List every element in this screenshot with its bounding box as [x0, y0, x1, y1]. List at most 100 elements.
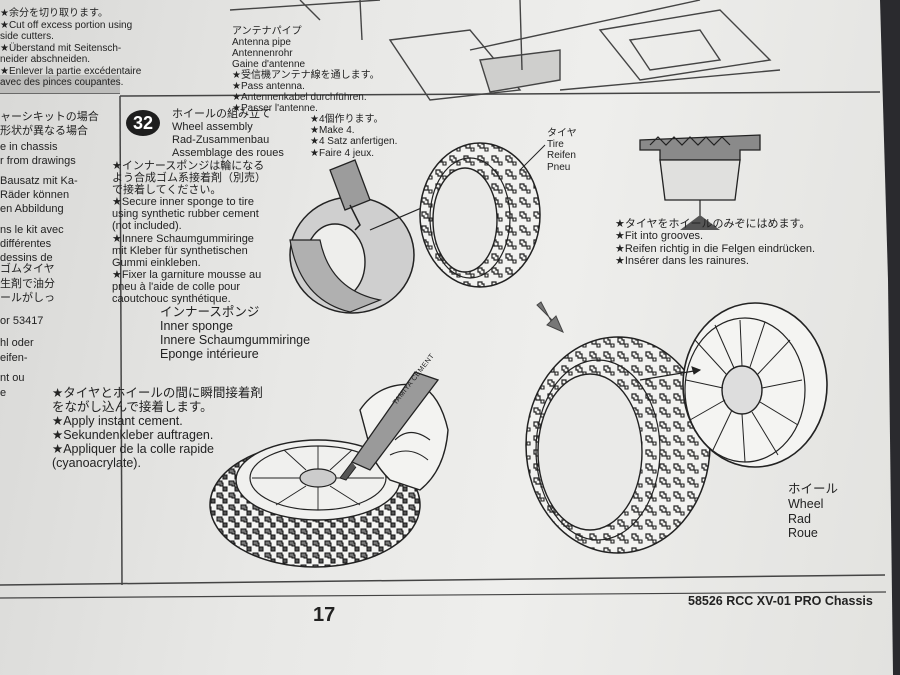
chassis-drawing	[229, 0, 781, 101]
wheel-label-line: ホイール	[788, 482, 839, 496]
wheel-label-line: Rad	[788, 511, 811, 526]
left-mid-line: Bausatz mit Ka-	[0, 175, 78, 188]
sponge-note: ★インナースポンジは輪になる よう合成ゴム系接着剤（別売） で接着してください。…	[112, 160, 266, 305]
rim-section-drawing	[639, 134, 761, 230]
cement-note-line: (cyanoacrylate).	[52, 456, 141, 470]
sponge-note-line: caoutchouc synthétique.	[112, 293, 231, 306]
grooves-note: ★タイヤをホイールのみぞにはめます。 ★Fit into grooves. ★R…	[615, 218, 815, 267]
grooves-note-line: ★Insérer dans les rainures.	[615, 254, 749, 267]
sponge-note-line: よう合成ゴム系接着剤（別売）	[112, 172, 266, 185]
sponge-note-line: ★Fixer la garniture mousse au	[112, 268, 262, 281]
step-title-line: Wheel assembly	[172, 120, 253, 133]
left-top-line: side cutters.	[0, 31, 54, 42]
left-mid-line: e in chassis	[0, 141, 58, 154]
wheel-drawing	[639, 302, 828, 468]
left-low-line: e	[0, 386, 7, 399]
sponge-note-line: using synthetic rubber cement	[112, 208, 259, 221]
left-low-line: nt ou	[0, 372, 25, 385]
left-mid-line: ャーシキットの場合	[0, 111, 99, 123]
left-mid-line: r from drawings	[0, 155, 76, 168]
step-number-badge: 32	[126, 110, 160, 136]
left-top-line: ★余分を切り取ります。	[0, 8, 108, 19]
left-top-line: avec des pinces coupantes.	[0, 77, 124, 88]
sponge-note-line: ★Secure inner sponge to tire	[112, 196, 254, 209]
antenna-note: アンテナパイプ Antenna pipe Antennenrohr Gaine …	[232, 26, 380, 114]
step-number: 32	[132, 113, 154, 133]
page-number: 17	[313, 604, 336, 626]
sponge-label-line: Eponge intérieure	[160, 347, 259, 361]
sponge-note-line: Gummi einkleben.	[112, 256, 201, 269]
left-low-text: ゴムタイヤ 生剤で油分 ールがしっ or 53417 hl oder eifen…	[0, 262, 55, 400]
tire-label-line: タイヤ	[547, 128, 577, 139]
tire-label-line: Reifen	[547, 150, 576, 162]
step-title-line: ホイールの組み立て	[172, 108, 271, 120]
left-top-line: ★Enlever la partie excédentaire	[0, 65, 142, 77]
quantity-line: ★Faire 4 jeux.	[310, 147, 374, 159]
left-mid-line: 形状が異なる場合	[0, 125, 88, 138]
cement-note-line: ★Sekundenkleber auftragen.	[52, 428, 214, 442]
wheel-label-line: Roue	[788, 526, 818, 541]
sponge-note-line: mit Kleber für synthetischen	[112, 244, 248, 257]
left-low-line: ールがしっ	[0, 292, 55, 305]
antenna-note-line: ★Passer l'antenne.	[232, 103, 318, 114]
sponge-note-line: ★Innere Schaumgummiringe	[112, 232, 254, 245]
left-mid-text: ャーシキットの場合 形状が異なる場合 e in chassis r from d…	[0, 110, 99, 265]
antenna-note-line: アンテナパイプ	[232, 26, 302, 37]
left-mid-line: différentes	[0, 237, 52, 250]
left-low-line: 生剤で油分	[0, 277, 55, 290]
cement-note-line: ★Apply instant cement.	[52, 414, 183, 428]
tire-label: タイヤ Tire Reifen Pneu	[547, 128, 577, 173]
left-top-line: ★Überstand mit Seitensch-	[0, 42, 122, 54]
antenna-note-line: Antenna pipe	[232, 37, 291, 48]
sponge-label-line: インナースポンジ	[160, 305, 260, 319]
sponge-label-line: Innere Schaumgummiringe	[160, 333, 311, 347]
left-top-text: ★余分を切り取ります。 ★Cut off excess portion usin…	[0, 8, 141, 89]
left-top-line: neider abschneiden.	[0, 54, 91, 65]
left-mid-line: ns le kit avec	[0, 223, 64, 236]
left-mid-line: dessins de	[0, 251, 53, 264]
antenna-note-line: Antennenrohr	[232, 48, 293, 59]
grooves-note-line: ★Reifen richtig in die Felgen eindrücken…	[615, 242, 816, 255]
cement-note-line: ★タイヤとホイールの間に瞬間接着剤	[52, 386, 263, 400]
sponge-note-line: で接着してください。	[112, 184, 222, 197]
process-arrow	[536, 301, 564, 333]
sponge-label-line: Inner sponge	[160, 319, 233, 333]
quantity-line: ★4 Satz anfertigen.	[310, 136, 398, 148]
sponge-note-line: (not included).	[112, 220, 182, 233]
left-mid-line: Räder können	[0, 189, 70, 202]
antenna-note-line: Gaine d'antenne	[232, 59, 306, 70]
step-title-line: Rad-Zusammenbau	[172, 133, 270, 146]
cement-note-line: をながし込んで接着します。	[52, 400, 213, 414]
inner-sponge-drawing	[289, 196, 415, 314]
sponge-note-line: ★インナースポンジは輪になる	[112, 160, 265, 172]
hand-cement-drawing	[339, 371, 449, 491]
assembled-tire-drawing	[525, 336, 711, 554]
tire-label-line: Tire	[547, 139, 564, 151]
left-top-line: ★Cut off excess portion using	[0, 19, 133, 31]
quantity-note: ★4個作ります。 ★Make 4. ★4 Satz anfertigen. ★F…	[310, 114, 397, 159]
left-low-line: or 53417	[0, 314, 44, 327]
quantity-line: ★Make 4.	[310, 125, 355, 137]
cement-note-line: ★Appliquer de la colle rapide	[52, 442, 214, 456]
product-name: 58526 RCC XV-01 PRO Chassis	[688, 594, 873, 608]
grooves-note-line: ★Fit into grooves.	[615, 230, 704, 243]
antenna-note-line: ★受信機アンテナ線を通します。	[232, 70, 380, 81]
grooves-note-line: ★タイヤをホイールのみぞにはめます。	[615, 218, 811, 230]
tire-label-line: Pneu	[547, 161, 571, 173]
wheel-label-line: Wheel	[788, 496, 824, 511]
left-low-line: eifen-	[0, 351, 28, 364]
quantity-line: ★4個作ります。	[310, 114, 384, 125]
cement-note: ★タイヤとホイールの間に瞬間接着剤 をながし込んで接着します。 ★Apply i…	[52, 386, 263, 470]
left-mid-line: en Abbildung	[0, 203, 64, 216]
left-low-line: ゴムタイヤ	[0, 263, 55, 275]
sponge-note-line: pneu à l'aide de colle pour	[112, 280, 241, 293]
wheel-label: ホイール Wheel Rad Roue	[788, 482, 838, 541]
tire-drawing	[419, 142, 546, 288]
step-title: ホイールの組み立て Wheel assembly Rad-Zusammenbau…	[172, 108, 284, 160]
left-low-line: hl oder	[0, 337, 34, 350]
sponge-label: インナースポンジ Inner sponge Innere Schaumgummi…	[160, 305, 310, 361]
antenna-note-line: ★Antennenkabel durchführen.	[232, 92, 367, 103]
step-title-line: Assemblage des roues	[172, 146, 284, 159]
